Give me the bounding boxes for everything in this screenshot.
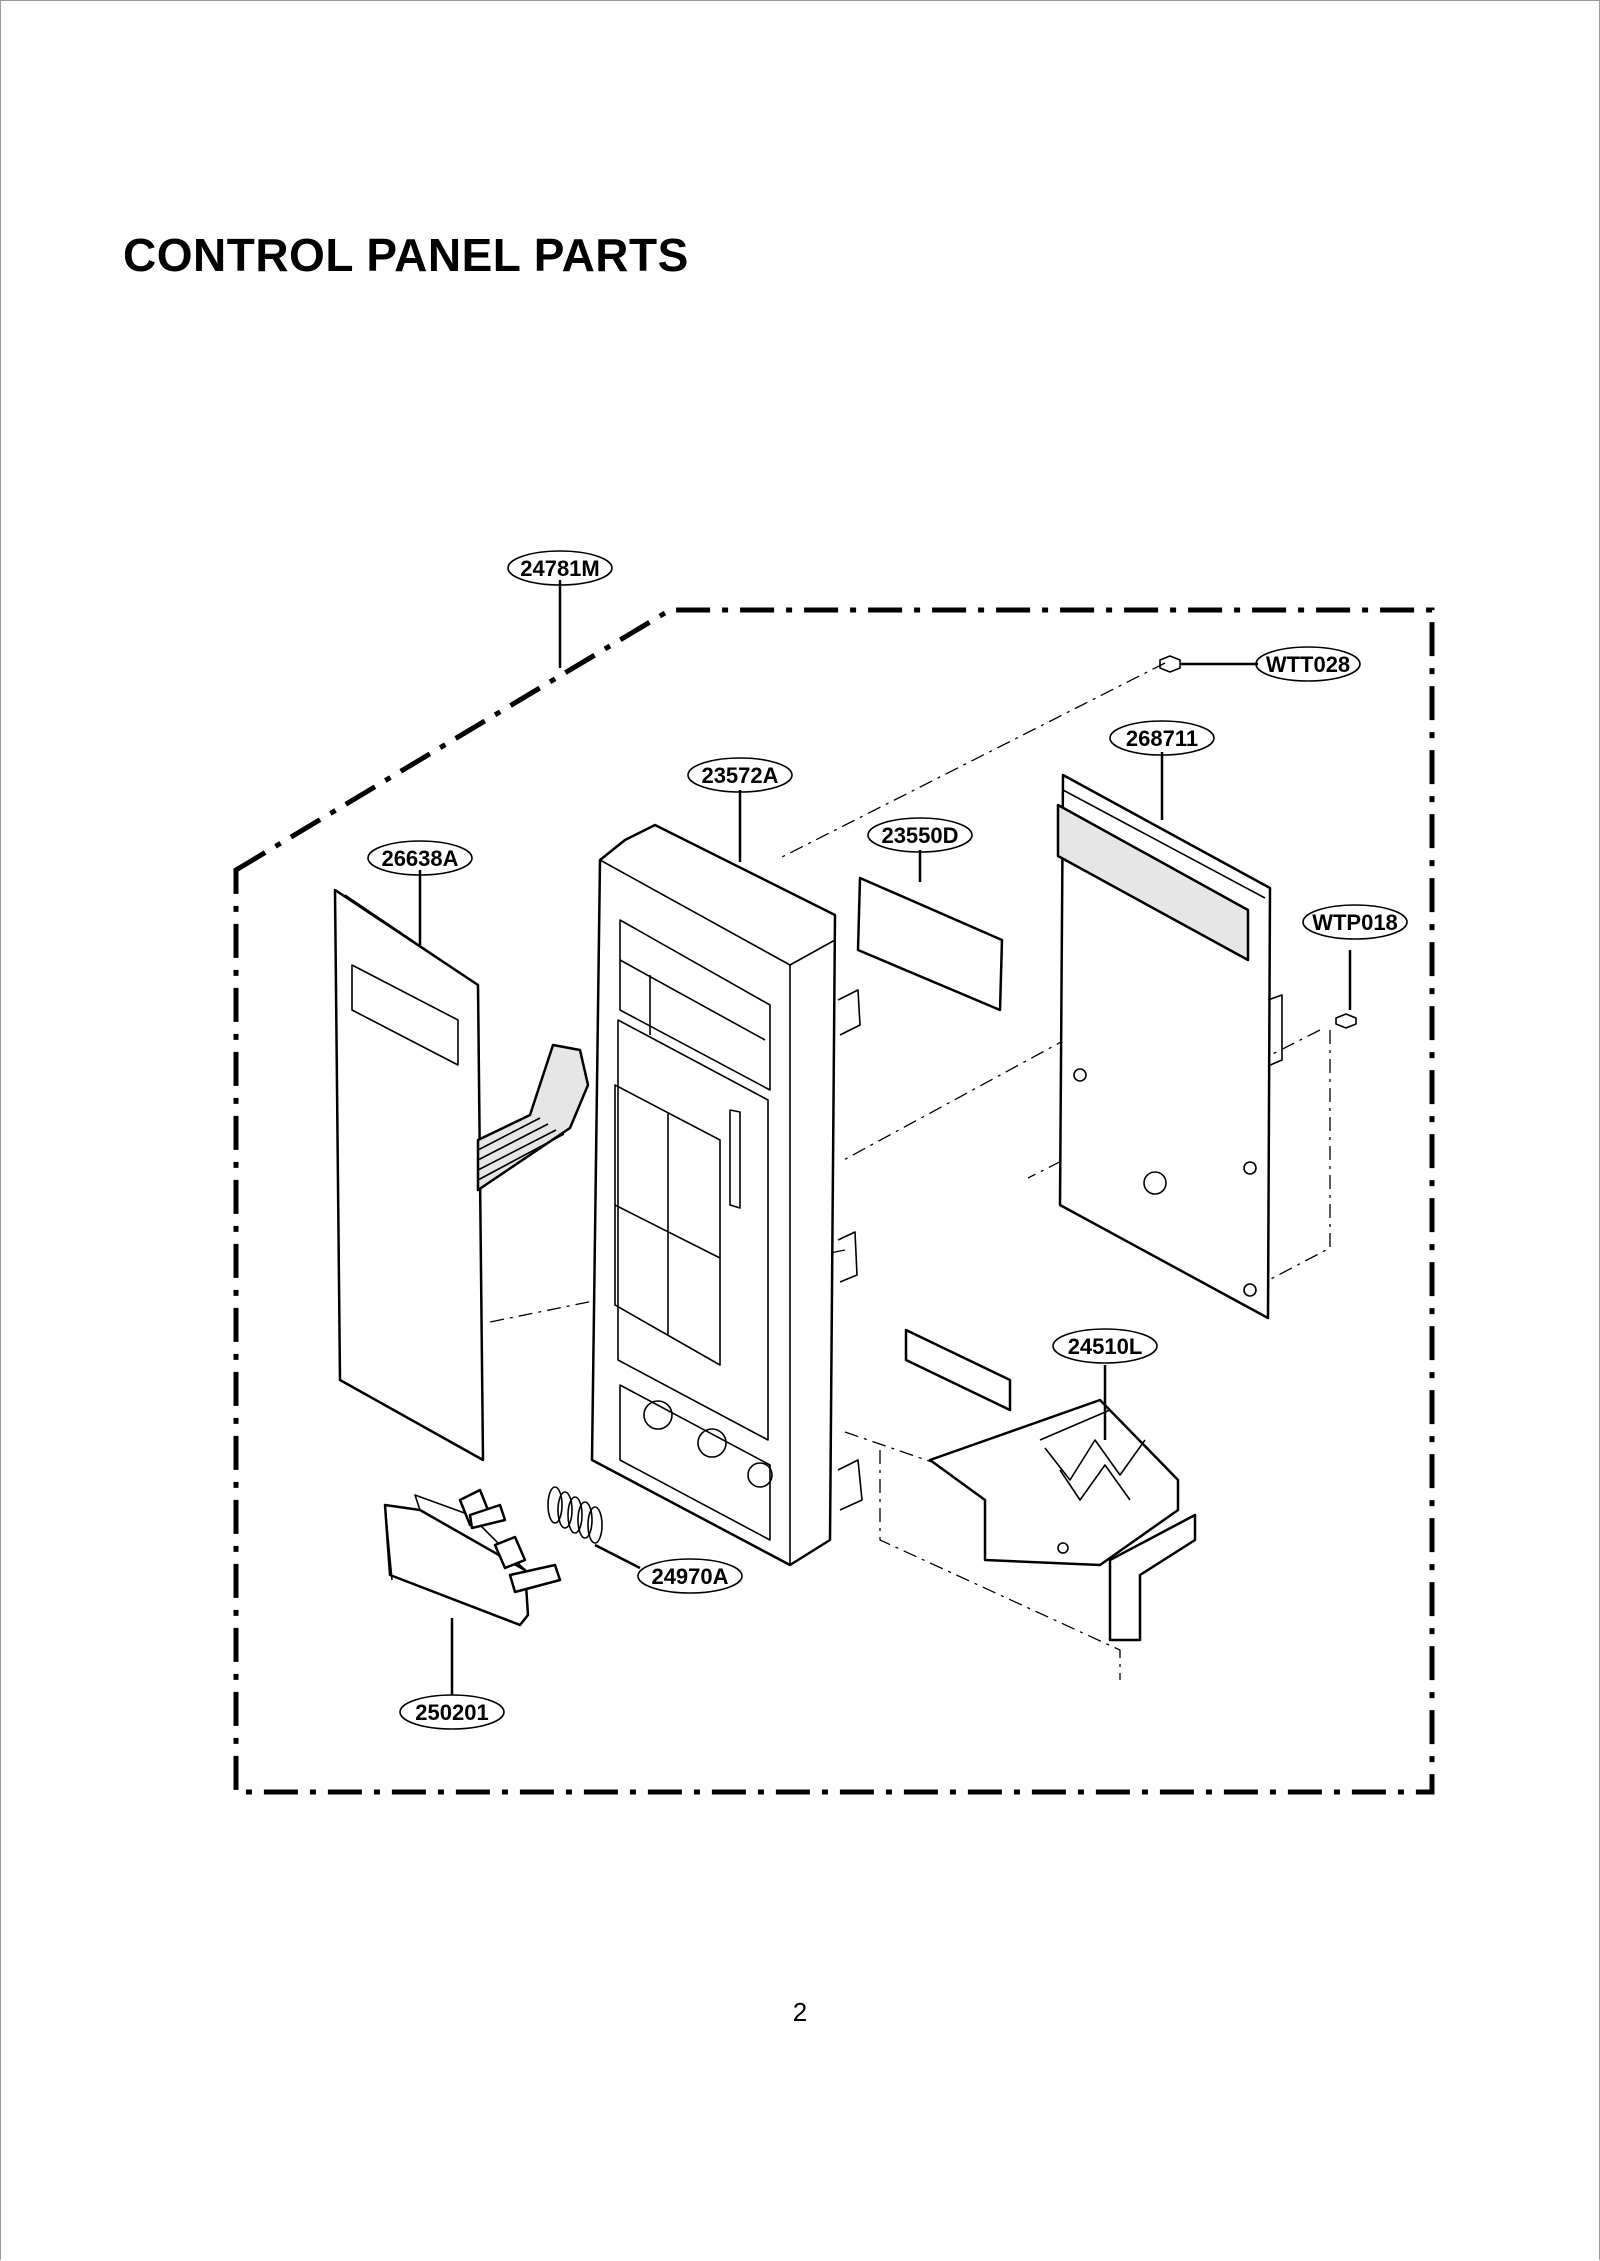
part-label-268711: 268711 (1109, 720, 1215, 756)
part-membrane-26638A (333, 888, 590, 1462)
part-label-text: WTP018 (1312, 910, 1398, 935)
page-title: CONTROL PANEL PARTS (123, 229, 689, 281)
part-door-button-250201 (383, 1488, 562, 1695)
page-number: 2 (792, 1997, 808, 2027)
part-window-23550D (856, 876, 1004, 1012)
part-label-text: 24970A (651, 1564, 728, 1589)
part-label-250201: 250201 (399, 1694, 505, 1730)
assembly-boundary (233, 580, 1435, 1795)
leader-lines (418, 752, 1164, 945)
part-latch-lever-24510L (904, 1328, 1197, 1642)
part-label-text: 24781M (520, 556, 600, 581)
part-label-23550D: 23550D (867, 817, 973, 853)
part-label-WTT028: WTT028 (1255, 646, 1361, 682)
part-label-text: WTT028 (1266, 652, 1350, 677)
part-label-text: 23550D (881, 823, 958, 848)
part-screw-WTT028 (1159, 655, 1258, 673)
part-label-text: 24510L (1068, 1334, 1143, 1359)
part-label-text: 23572A (701, 763, 778, 788)
part-label-WTP018: WTP018 (1302, 904, 1408, 940)
part-label-24510L: 24510L (1052, 1328, 1158, 1364)
part-screw-WTP018 (1335, 950, 1357, 1029)
part-label-24781M: 24781M (507, 550, 613, 586)
part-pcb-268711 (1056, 773, 1283, 1320)
part-label-text: 268711 (1126, 726, 1198, 751)
part-spring-24970A (547, 1486, 641, 1570)
part-panel-frame-23572A (590, 823, 863, 1567)
part-label-23572A: 23572A (687, 757, 793, 793)
part-label-text: 250201 (415, 1700, 488, 1725)
part-label-24970A: 24970A (637, 1558, 743, 1594)
part-label-26638A: 26638A (367, 840, 473, 876)
part-label-text: 26638A (381, 846, 458, 871)
